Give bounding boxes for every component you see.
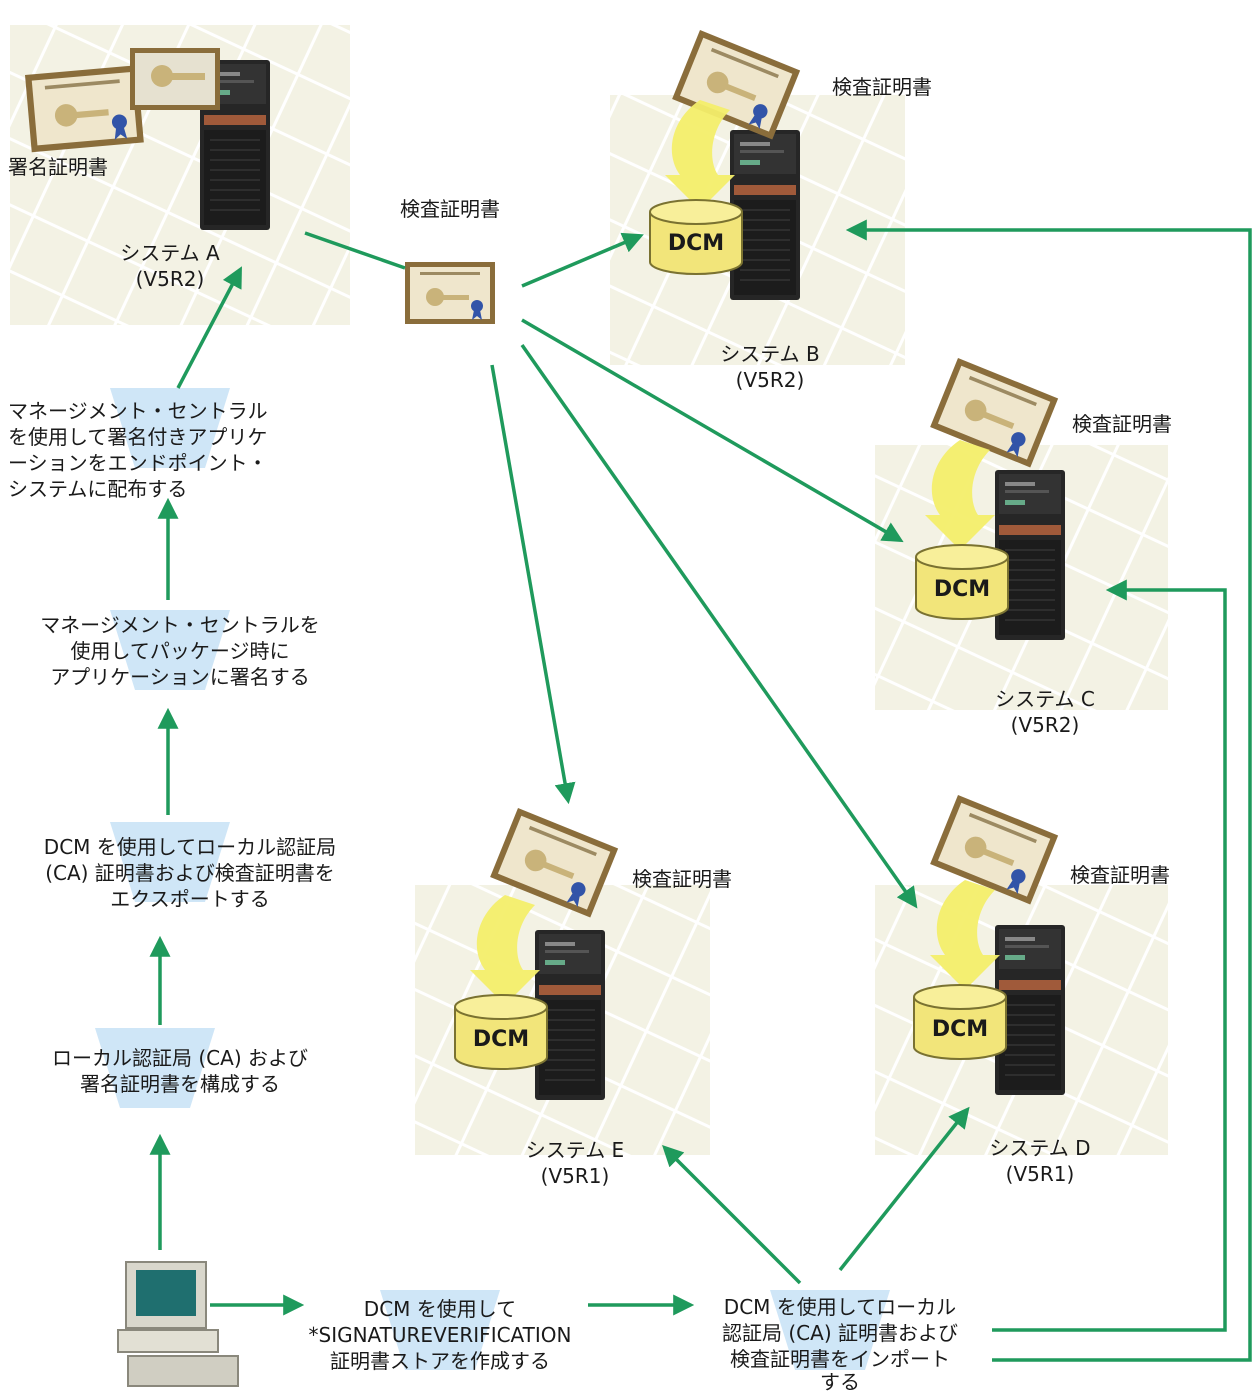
system-b-cert-label: 検査証明書 (832, 75, 932, 99)
system-d-cert-label: 検査証明書 (1070, 863, 1170, 887)
step-create-store: DCM を使用して *SIGNATUREVERIFICATION 証明書ストアを… (270, 1296, 610, 1374)
step-sign-line: マネージメント・セントラルを (40, 613, 320, 637)
system-c-dcm-label: DCM (934, 577, 990, 602)
step-distribute: マネージメント・セントラル を使用して署名付きアプリケ ーションをエンドポイント… (8, 398, 268, 502)
workstation-icon (117, 1261, 239, 1387)
flow-arrows (149, 219, 1252, 1362)
step-create-store-line: DCM を使用して (363, 1297, 517, 1321)
step-distribute-line: システムに配布する (8, 477, 188, 501)
step-import-line: 検査証明書をインポート (730, 1347, 950, 1371)
system-e-dcm-label: DCM (473, 1027, 529, 1052)
step-distribute-line: を使用して署名付きアプリケ (8, 425, 268, 449)
system-d-label: システム D (V5R1) (965, 1135, 1115, 1187)
step-configure-line: ローカル認証局 (CA) および (52, 1046, 308, 1070)
step-distribute-line: マネージメント・セントラル (8, 399, 268, 423)
step-import-line: 認証局 (CA) 証明書および (722, 1321, 958, 1345)
step-sign: マネージメント・セントラルを 使用してパッケージ時に アプリケーションに署名する (0, 612, 360, 690)
system-a-name: システム A (120, 241, 220, 265)
step-create-store-line: *SIGNATUREVERIFICATION (308, 1323, 572, 1347)
system-b-dcm-label: DCM (668, 231, 724, 256)
system-c-label: システム C (V5R2) (970, 686, 1120, 738)
system-b-version: (V5R2) (735, 368, 805, 392)
system-c-name: システム C (995, 687, 1095, 711)
system-d-version: (V5R1) (1005, 1162, 1075, 1186)
step-sign-line: 使用してパッケージ時に (70, 639, 290, 663)
step-distribute-line: ーションをエンドポイント・ (8, 451, 268, 475)
system-e-cert-label: 検査証明書 (632, 867, 732, 891)
step-export: DCM を使用してローカル認証局 (CA) 証明書および検査証明書を エクスポー… (0, 834, 380, 912)
system-d-dcm-label: DCM (932, 1017, 988, 1042)
system-c-cert-label: 検査証明書 (1072, 412, 1172, 436)
system-a-label: システム A (V5R2) (95, 240, 245, 292)
step-configure: ローカル認証局 (CA) および 署名証明書を構成する (0, 1045, 360, 1097)
step-create-store-line: 証明書ストアを作成する (330, 1349, 550, 1373)
system-e-version: (V5R1) (540, 1164, 610, 1188)
system-b-name: システム B (720, 342, 820, 366)
step-import-line: する (820, 1370, 860, 1394)
system-b-label: システム B (V5R2) (695, 341, 845, 393)
step-configure-line: 署名証明書を構成する (80, 1072, 280, 1096)
step-export-line: DCM を使用してローカル認証局 (43, 835, 337, 859)
hub-certificate-icon (405, 262, 495, 324)
key-certificate-icon (130, 48, 220, 110)
hub-cert-label: 検査証明書 (400, 197, 500, 221)
step-export-line: (CA) 証明書および検査証明書を (45, 861, 335, 885)
signing-certificate-icon (25, 65, 144, 153)
system-a-cert-label: 署名証明書 (8, 155, 108, 179)
step-sign-line: アプリケーションに署名する (50, 665, 310, 689)
system-d-name: システム D (989, 1136, 1091, 1160)
system-e-label: システム E (V5R1) (500, 1137, 650, 1189)
step-import-line: DCM を使用してローカル (723, 1295, 957, 1319)
system-a-version: (V5R2) (135, 267, 205, 291)
system-c-version: (V5R2) (1010, 713, 1080, 737)
step-export-line: エクスポートする (110, 887, 270, 911)
system-e-name: システム E (525, 1138, 625, 1162)
step-import: DCM を使用してローカル 認証局 (CA) 証明書および 検査証明書をインポー… (680, 1294, 1000, 1392)
